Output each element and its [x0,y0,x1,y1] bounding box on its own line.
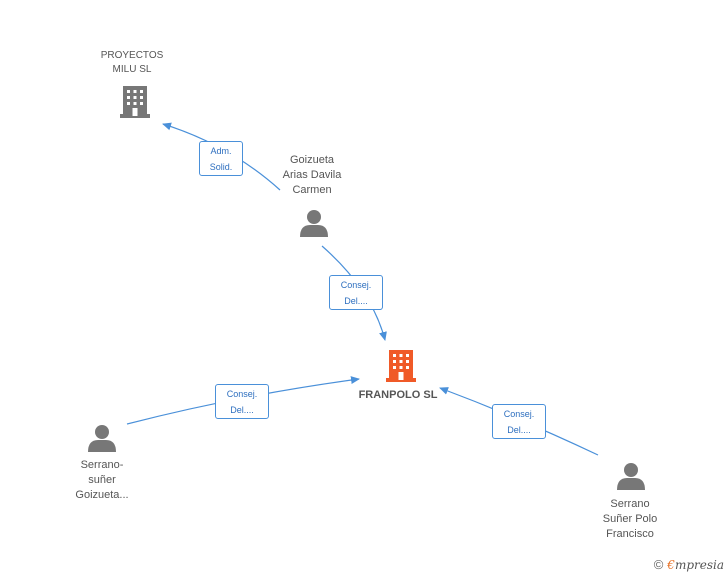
copyright-symbol: © [653,557,664,572]
building-icon[interactable] [386,350,416,382]
node-label-serrano-goizueta[interactable]: Serrano- suñer Goizueta... [75,459,129,501]
person-icon[interactable] [88,425,116,452]
edge-label-consej-right[interactable]: Consej. Del.... [492,404,546,439]
person-icon[interactable] [300,210,328,237]
brand-logo[interactable]: €mpresia [667,557,724,572]
node-label-franpolo[interactable]: FRANPOLO SL [358,389,438,401]
edge-label-consej-top[interactable]: Consej. Del.... [329,275,383,310]
edge-label-adm-solid[interactable]: Adm. Solid. [199,141,243,176]
node-label-proyectos[interactable]: PROYECTOS MILU SL [100,50,164,75]
footer-brand: © €mpresia [654,557,724,572]
node-label-goizueta-carmen[interactable]: Goizueta Arias Davila Carmen [282,154,342,196]
node-label-serrano-polo[interactable]: Serrano Suñer Polo Francisco [602,498,658,540]
person-icon[interactable] [617,463,645,490]
building-icon[interactable] [120,86,150,118]
edge-label-consej-left[interactable]: Consej. Del.... [215,384,269,419]
